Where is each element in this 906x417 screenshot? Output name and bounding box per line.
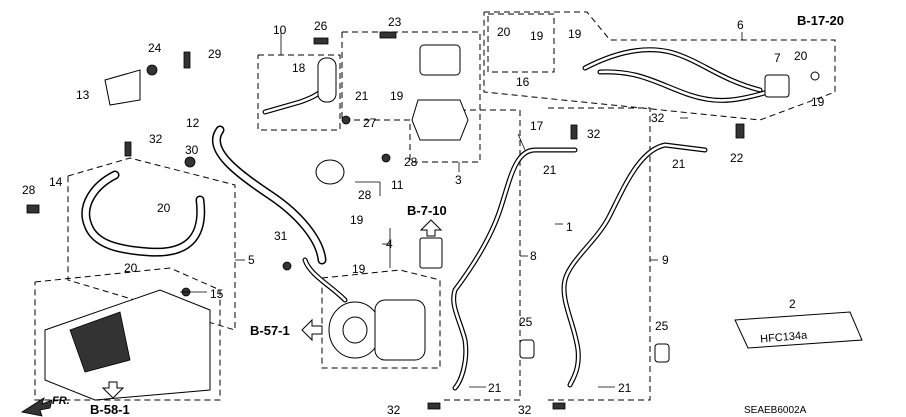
refrigerant-label-plate: [734, 311, 863, 349]
bolt-29: [183, 51, 191, 69]
callout-2: 2: [789, 297, 796, 311]
callout-28-b: 28: [404, 155, 418, 169]
callout-24: 24: [148, 41, 162, 55]
callout-21-e: 21: [618, 381, 632, 395]
callout-32-d: 32: [387, 403, 401, 417]
compressor-body: [374, 299, 426, 361]
callout-25-a: 25: [519, 315, 533, 329]
callout-29: 29: [208, 47, 222, 61]
expansion-valve-block: [419, 44, 461, 76]
ref-b-57-1: B-57-1: [250, 323, 290, 338]
bolt-27: [341, 115, 351, 125]
callout-19-d: 19: [530, 29, 544, 43]
callout-12: 12: [186, 116, 200, 130]
clip-left: [519, 339, 535, 359]
bolt-32-bottom-left: [427, 402, 441, 410]
callout-9: 9: [662, 253, 669, 267]
front-direction-label: FR.: [52, 395, 70, 407]
callout-16: 16: [516, 75, 530, 89]
clip-right: [654, 343, 670, 363]
callout-10: 10: [273, 23, 287, 37]
callout-21-b: 21: [543, 163, 557, 177]
callout-3: 3: [455, 173, 462, 187]
callout-28-a: 28: [22, 183, 36, 197]
bolt-22: [735, 123, 745, 139]
expansion-valve: [411, 99, 469, 141]
callout-28-c: 28: [358, 188, 372, 202]
callout-17: 17: [530, 119, 544, 133]
callout-21-d: 21: [488, 381, 502, 395]
condenser-receiver: [69, 311, 131, 373]
bracket: [104, 69, 141, 106]
bolt-28-left: [26, 204, 40, 214]
callout-19-c: 19: [352, 262, 366, 276]
ref-b-7-10: B-7-10: [407, 203, 447, 218]
callout-30: 30: [185, 143, 199, 157]
callout-21-a: 21: [355, 89, 369, 103]
callout-19-f: 19: [811, 95, 825, 109]
label-plate-text: HFC134a: [760, 329, 809, 345]
callout-32-e: 32: [518, 403, 532, 417]
callout-11: 11: [391, 178, 404, 192]
arrow-up-b-7-10: [419, 219, 443, 237]
bolt-23: [379, 31, 397, 39]
bolt-26: [313, 37, 329, 45]
o-ring-19-right: [810, 71, 820, 81]
callout-27: 27: [363, 116, 377, 130]
callout-14: 14: [49, 175, 63, 189]
callout-32-a: 32: [149, 132, 163, 146]
callout-31: 31: [274, 229, 288, 243]
bolt-30: [184, 156, 196, 168]
arrow-down-b-58-1: [101, 381, 125, 399]
ref-b-17-20: B-17-20: [797, 13, 844, 28]
pipe-clamp: [315, 159, 345, 185]
bolt-32-mid: [570, 124, 578, 140]
leader-lines: [180, 30, 743, 388]
callout-8: 8: [530, 249, 537, 263]
callout-22: 22: [730, 151, 744, 165]
compressor-pulley-hub: [342, 316, 368, 344]
bolt-32-left: [124, 141, 132, 157]
arrows: [20, 219, 443, 417]
callout-32-b: 32: [587, 127, 601, 141]
arrow-left-b-57-1: [301, 318, 323, 342]
callout-13: 13: [76, 88, 90, 102]
sight-glass: [764, 74, 790, 98]
callout-labels: 1 2 3 4 5 6 7 8 9 10 11 12 13 14 15 16 1…: [22, 15, 825, 417]
callout-20-b: 20: [124, 261, 138, 275]
callout-18: 18: [292, 61, 306, 75]
condenser: [44, 289, 211, 401]
callout-19-e: 19: [568, 27, 582, 41]
nut-24: [146, 64, 158, 76]
group-boundaries: [34, 11, 836, 401]
front-direction-arrow: [20, 397, 53, 417]
diagram-code: SEAEB6002A: [744, 405, 807, 416]
ref-b-58-1: B-58-1: [90, 402, 130, 417]
reference-labels: B-17-20 B-7-10 B-57-1 B-58-1 FR. SEAEB60…: [52, 13, 844, 417]
bolt-32-bottom-right: [552, 402, 566, 410]
connector-ref-part: [419, 237, 443, 269]
callout-21-c: 21: [672, 157, 686, 171]
callout-5: 5: [248, 253, 255, 267]
bolt-31: [282, 261, 292, 271]
callout-20-d: 20: [794, 49, 808, 63]
callout-7: 7: [774, 51, 781, 65]
callout-32-c: 32: [651, 111, 665, 125]
callout-4: 4: [386, 237, 393, 251]
callout-15: 15: [210, 287, 224, 301]
callout-1: 1: [566, 220, 573, 234]
callout-20-c: 20: [497, 25, 511, 39]
piping: [81, 47, 778, 391]
callout-26: 26: [314, 19, 328, 33]
bolt-28-center: [381, 153, 391, 163]
callout-19-a: 19: [390, 89, 404, 103]
receiver-drier: [317, 57, 337, 103]
callout-6: 6: [737, 18, 744, 32]
callout-25-b: 25: [655, 319, 669, 333]
callout-20-a: 20: [157, 201, 171, 215]
callout-23: 23: [388, 15, 402, 29]
component-shapes: [26, 31, 863, 410]
callout-19-b: 19: [350, 213, 364, 227]
